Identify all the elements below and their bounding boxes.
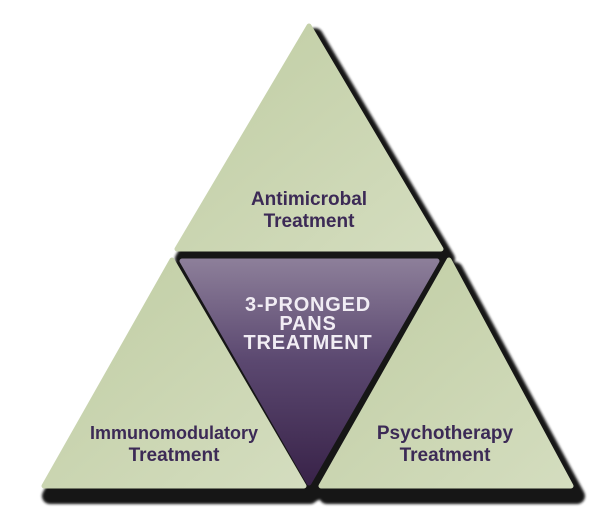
triangle-layer [41,23,574,489]
center-triangle-label-line-1: 3-PRONGED [245,294,371,316]
top-triangle-label-line-1: Antimicrobal [251,189,367,210]
center-triangle-label-line-2: PANS [279,313,336,335]
triangle-immunomodulatory-treatment [41,257,307,489]
left-triangle-label-line-1: Immunomodulatory [90,423,258,443]
right-triangle-label-line-1: Psychotherapy [377,423,514,444]
center-triangle-label-line-3: TREATMENT [243,332,372,354]
triangle-center-3-pronged [179,258,440,486]
right-triangle-label-line-2: Treatment [400,445,491,466]
left-triangle-label-line-2: Treatment [129,445,220,466]
label-layer: Antimicrobal Treatment 3-PRONGED PANS TR… [90,189,514,466]
top-triangle-label-line-2: Treatment [264,211,355,232]
triangle-psychotherapy-treatment [318,257,574,489]
triangle-antimicrobial-treatment [174,23,444,252]
